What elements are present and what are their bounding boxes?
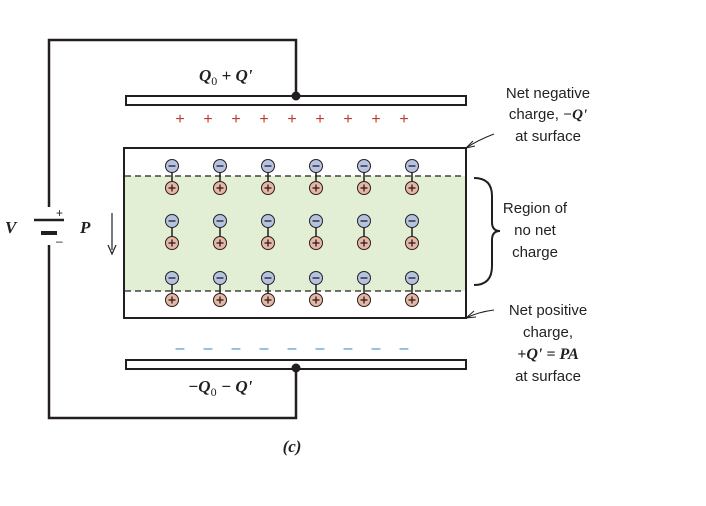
- dipole: [405, 214, 419, 250]
- dipole: [405, 271, 419, 307]
- battery-plus-sign: +: [56, 206, 63, 220]
- dipole: [357, 271, 371, 307]
- net-negative-pointer: [465, 133, 495, 149]
- polarization-arrow: [107, 213, 117, 256]
- dipole: [405, 159, 419, 195]
- dipole: [165, 159, 179, 195]
- top-plate-positive-charges: + + + + + + + + +: [175, 111, 408, 128]
- bottom-surface-minus-sign: –: [344, 340, 353, 357]
- voltage-label: V: [5, 218, 18, 237]
- bottom-plate-negative-charges: –––––––––: [176, 340, 409, 357]
- region-brace: [473, 177, 501, 286]
- dipole: [165, 271, 179, 307]
- dipole: [213, 159, 227, 195]
- bottom-plate-junction-dot: [291, 363, 301, 373]
- top-surface-plus-sign: +: [287, 111, 296, 128]
- bottom-surface-minus-sign: –: [204, 340, 213, 357]
- bottom-surface-minus-sign: –: [372, 340, 381, 357]
- net-negative-line1: Net negative: [506, 85, 590, 102]
- net-positive-line3: +Q' = PA: [517, 346, 579, 363]
- dipole: [309, 271, 323, 307]
- bottom-surface-minus-sign: –: [316, 340, 325, 357]
- top-surface-plus-sign: +: [231, 111, 240, 128]
- bottom-surface-minus-sign: –: [232, 340, 241, 357]
- dipole: [261, 214, 275, 250]
- dipole: [261, 271, 275, 307]
- no-net-charge-region: [125, 176, 465, 291]
- dipole: [309, 214, 323, 250]
- dipole: [357, 214, 371, 250]
- net-positive-line2: charge,: [523, 324, 573, 341]
- top-surface-plus-sign: +: [203, 111, 212, 128]
- net-positive-annotation: Net positive charge, +Q' = PA at surface: [509, 302, 587, 385]
- top-surface-plus-sign: +: [175, 111, 184, 128]
- top-surface-plus-sign: +: [343, 111, 352, 128]
- region-line2: no net: [514, 222, 557, 239]
- top-surface-plus-sign: +: [371, 111, 380, 128]
- net-negative-annotation: Net negative charge, −Q' at surface: [506, 85, 590, 145]
- figure-caption: (c): [283, 437, 302, 456]
- dipole: [165, 214, 179, 250]
- top-surface-plus-sign: +: [259, 111, 268, 128]
- region-line3: charge: [512, 244, 558, 261]
- circuit-wire: [47, 38, 298, 420]
- dipole: [213, 271, 227, 307]
- dipole: [309, 159, 323, 195]
- region-annotation: Region of no net charge: [503, 200, 568, 261]
- top-plate-charge-label: Q0 + Q': [199, 66, 253, 88]
- bottom-surface-minus-sign: –: [176, 340, 185, 357]
- dipole: [213, 214, 227, 250]
- top-surface-plus-sign: +: [315, 111, 324, 128]
- battery: + –: [34, 206, 64, 248]
- dipole: [261, 159, 275, 195]
- net-negative-line2: charge, −Q': [509, 106, 587, 123]
- dipole: [357, 159, 371, 195]
- net-positive-pointer: [465, 309, 495, 319]
- net-negative-line3: at surface: [515, 128, 581, 145]
- battery-minus-sign: –: [56, 234, 63, 248]
- net-positive-line4: at surface: [515, 368, 581, 385]
- bottom-surface-minus-sign: –: [288, 340, 297, 357]
- top-plate-junction-dot: [291, 91, 301, 101]
- polarization-label: P: [79, 218, 91, 237]
- net-positive-line1: Net positive: [509, 302, 587, 319]
- bottom-surface-minus-sign: –: [260, 340, 269, 357]
- bottom-plate-charge-label: −Q0 − Q': [188, 377, 253, 399]
- top-surface-plus-sign: +: [399, 111, 408, 128]
- region-line1: Region of: [503, 200, 568, 217]
- dipole-array: [165, 159, 419, 307]
- bottom-surface-minus-sign: –: [400, 340, 409, 357]
